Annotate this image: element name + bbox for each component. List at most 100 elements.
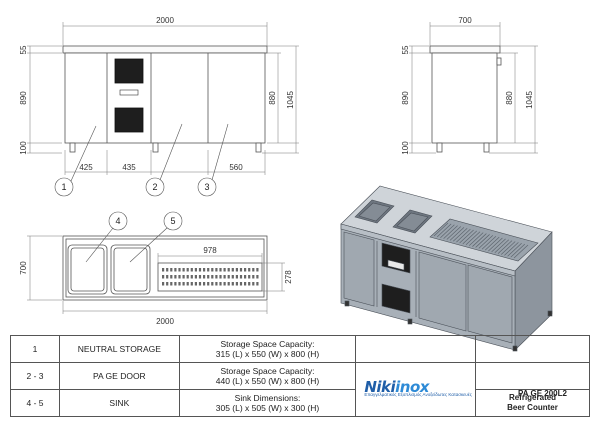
drain-groove <box>456 228 471 243</box>
row-capacity: Storage Space Capacity: 440 (L) x 550 (W… <box>178 362 357 390</box>
drain-slot <box>190 268 193 272</box>
drain-slot <box>235 275 238 279</box>
drain-slot <box>235 282 238 286</box>
dim-side-leg: 100 <box>401 141 410 155</box>
drain-slot <box>244 268 247 272</box>
drain-groove <box>449 227 465 241</box>
drain-groove <box>478 235 494 249</box>
dim-front-total: 1045 <box>286 91 295 109</box>
front-view <box>62 45 268 153</box>
product-code: PA GE 200L2 <box>518 389 567 398</box>
table-row: 4 - 5 SINK Sink Dimensions: 305 (L) x 50… <box>10 389 590 417</box>
side-view <box>429 45 502 153</box>
dim-front-425: 425 <box>79 163 93 172</box>
drain-slot <box>215 275 218 279</box>
drain-slot <box>178 275 181 279</box>
drain-groove <box>452 228 468 242</box>
drain-groove <box>440 224 455 239</box>
drain-slot <box>186 275 189 279</box>
drain-slot <box>194 282 197 286</box>
isometric-render <box>340 185 553 352</box>
drain-slot <box>252 268 255 272</box>
dim-front-width: 2000 <box>156 16 174 25</box>
drain-slot <box>244 282 247 286</box>
brand-logo: Nikiinox <box>364 378 429 396</box>
drain-slot <box>162 275 165 279</box>
drain-slot <box>162 268 165 272</box>
row-description: SINK <box>59 389 180 417</box>
drain-slot <box>198 275 202 279</box>
drain-slot <box>231 275 234 279</box>
drain-slot <box>194 268 197 272</box>
drain-slot <box>198 268 202 272</box>
row-description: PA GE DOOR <box>59 362 180 390</box>
blank-cell <box>355 335 476 363</box>
drain-slot <box>227 282 230 286</box>
callout-3: 3 <box>204 182 209 192</box>
drain-groove <box>510 243 526 258</box>
row-number: 2 - 3 <box>10 362 60 390</box>
dim-front-top: 55 <box>19 45 28 54</box>
drain-slot <box>190 275 193 279</box>
drain-slot <box>186 268 189 272</box>
drain-groove <box>513 244 529 259</box>
drain-slot <box>244 275 247 279</box>
capacity-value: 305 (L) x 505 (W) x 300 (H) <box>215 403 320 413</box>
drain-slot <box>182 275 185 279</box>
drain-slot <box>227 268 230 272</box>
drain-slot <box>170 282 173 286</box>
drain-slot <box>174 268 177 272</box>
drain-slot <box>223 268 226 272</box>
drain-slot <box>194 275 197 279</box>
dim-front-leg: 100 <box>19 141 28 155</box>
drain-groove <box>494 239 510 253</box>
front-dimension-lines <box>27 22 299 175</box>
row-description: NEUTRAL STORAGE <box>59 335 180 363</box>
drain-groove <box>488 237 503 252</box>
drain-groove <box>468 232 484 246</box>
drain-slot <box>198 282 202 286</box>
capacity-label: Storage Space Capacity: <box>220 366 315 376</box>
drain-slot <box>211 275 214 279</box>
dimension-labels: 2000 55 890 100 880 1045 425 435 560 700… <box>19 16 534 326</box>
drain-slot <box>256 268 259 272</box>
drain-slot <box>248 282 251 286</box>
drain-slot <box>223 282 226 286</box>
top-view <box>62 235 268 301</box>
capacity-label: Storage Space Capacity: <box>220 339 315 349</box>
table-row: 1 NEUTRAL STORAGE Storage Space Capacity… <box>10 335 590 363</box>
drain-slot <box>170 275 173 279</box>
dim-front-435: 435 <box>122 163 136 172</box>
drain-groove <box>484 236 500 251</box>
drain-slot <box>174 282 177 286</box>
drain-grid-iso <box>433 222 529 259</box>
drain-slot <box>248 268 251 272</box>
drain-slot <box>231 268 234 272</box>
product-title: Refrigerated Beer Counter <box>475 389 590 417</box>
drain-slot <box>203 275 206 279</box>
drain-groove <box>497 240 513 254</box>
brand-tagline: Επαγγελματικός Εξοπλισμός Ανοξείδωτες Κα… <box>364 392 472 397</box>
drain-slot <box>219 268 222 272</box>
drain-groove <box>507 242 522 257</box>
drain-slot <box>178 268 181 272</box>
drain-groove <box>436 223 452 238</box>
drain-slot <box>207 282 210 286</box>
drain-slot <box>203 282 206 286</box>
drain-slot <box>248 275 251 279</box>
drain-slot <box>215 282 218 286</box>
dim-side-top: 55 <box>401 45 410 54</box>
row-capacity: Storage Space Capacity: 315 (L) x 550 (W… <box>178 335 357 363</box>
drain-slot <box>256 282 259 286</box>
drain-slot <box>252 282 255 286</box>
drain-slot <box>252 275 255 279</box>
capacity-value: 440 (L) x 550 (W) x 800 (H) <box>215 376 320 386</box>
row-number: 1 <box>10 335 60 363</box>
drain-slot <box>211 268 214 272</box>
drain-slot <box>166 282 169 286</box>
drain-groove <box>481 235 497 250</box>
drain-groove <box>465 231 481 246</box>
drain-slot <box>235 268 238 272</box>
drain-slot <box>182 268 185 272</box>
drain-slot <box>178 282 181 286</box>
